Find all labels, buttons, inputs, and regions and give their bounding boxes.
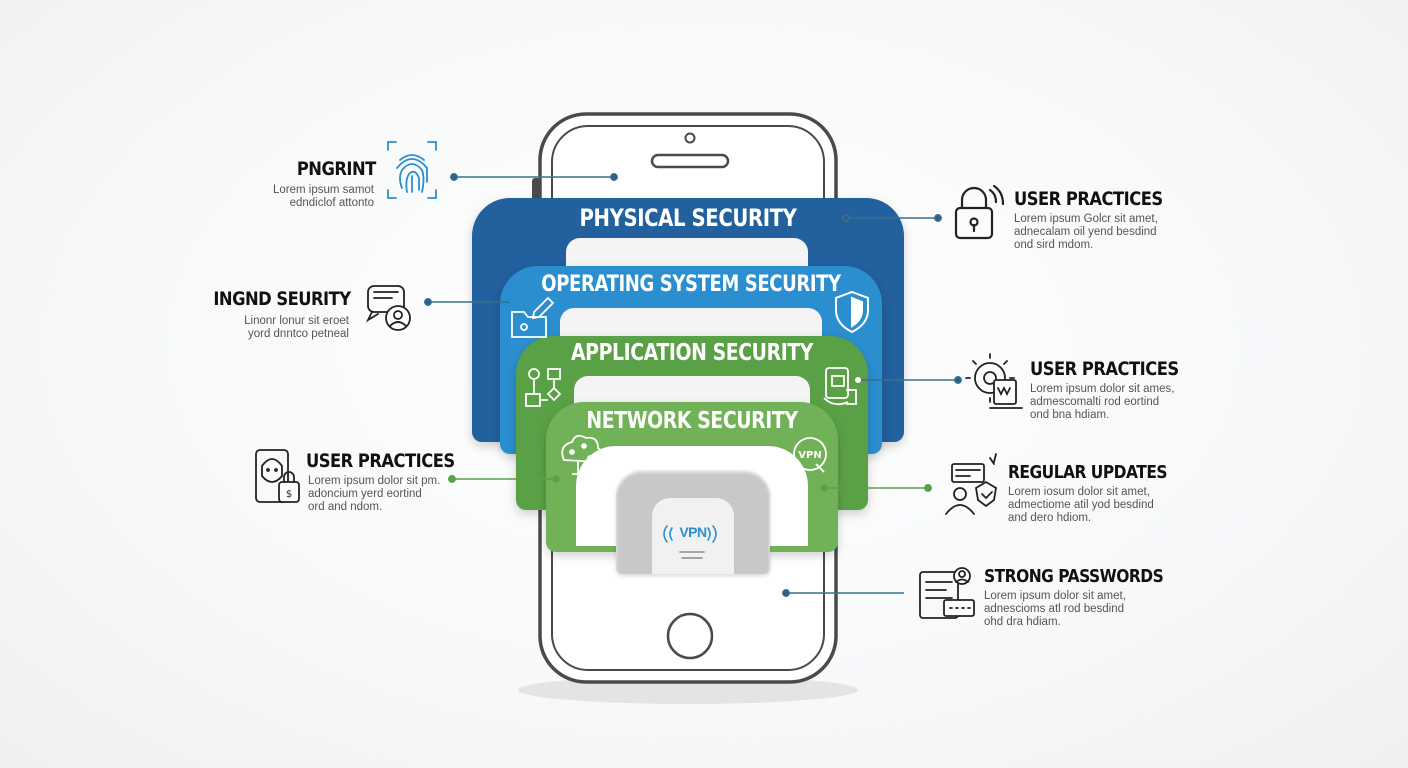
padlock-icon	[954, 184, 1005, 240]
callout-body-right-1: Lorem ipsum Golcr sit amet, adnecalam oi…	[1014, 213, 1158, 251]
svg-text:VPN: VPN	[798, 450, 821, 461]
callout-title-left-2: INGND SEURITY	[213, 288, 352, 310]
callout-title-left-1: PNGRINT	[297, 158, 376, 180]
face-phone-icon: $	[255, 449, 300, 503]
updates-icon	[945, 453, 997, 515]
vpn-badge: VPN	[679, 524, 707, 540]
vpn-wave-icon	[663, 525, 717, 559]
network-tree-icon	[561, 434, 603, 475]
gear-laptop-icon	[965, 353, 1023, 409]
callout-body-left-1: Lorem ipsum samot edndiclof attonto	[273, 184, 374, 209]
layer-title: APPLICATION SECURITY	[570, 340, 814, 366]
callout-title-right-4: STRONG PASSWORDS	[984, 566, 1164, 587]
layer-inner-panel	[566, 238, 808, 268]
flowchart-icon	[525, 368, 562, 407]
layer-title: PHYSICAL SECURITY	[579, 204, 797, 232]
callout-title-right-1: USER PRACTICES	[1014, 188, 1163, 210]
folder-edit-icon	[511, 296, 555, 338]
callout-title-right-2: USER PRACTICES	[1030, 358, 1179, 380]
layer-title: OPERATING SYSTEM SECURITY	[541, 272, 841, 297]
shield-icon	[835, 290, 869, 334]
password-form-icon	[919, 567, 975, 619]
callout-title-right-3: REGULAR UPDATES	[1008, 462, 1168, 483]
vpn-icon: VPN	[793, 437, 827, 473]
svg-text:$: $	[286, 489, 292, 500]
fingerprint-icon	[387, 141, 437, 199]
layer-inner-panel	[574, 376, 810, 406]
identity-chat-icon	[365, 285, 411, 331]
layer-inner-panel	[560, 308, 822, 338]
callout-body-right-3: Lorem iosum dolor sit amet, admectiome a…	[1008, 486, 1154, 524]
callout-title-left-3: USER PRACTICES	[306, 450, 455, 472]
layer-title: NETWORK SECURITY	[586, 408, 798, 434]
tablet-lock-icon	[823, 367, 857, 406]
callout-body-right-4: Lorem ipsum dolor sit amet, adnescioms a…	[984, 590, 1126, 628]
callout-body-right-2: Lorem ipsum dolor sit ames, admescomalti…	[1030, 383, 1175, 421]
vpn-core-block: VPN	[616, 470, 770, 574]
callout-body-left-3: Lorem ipsum dolor sit pm. adoncium yerd …	[308, 475, 441, 513]
callout-body-left-2: Linonr lonur sit eroet yord dnntco petne…	[244, 315, 349, 340]
